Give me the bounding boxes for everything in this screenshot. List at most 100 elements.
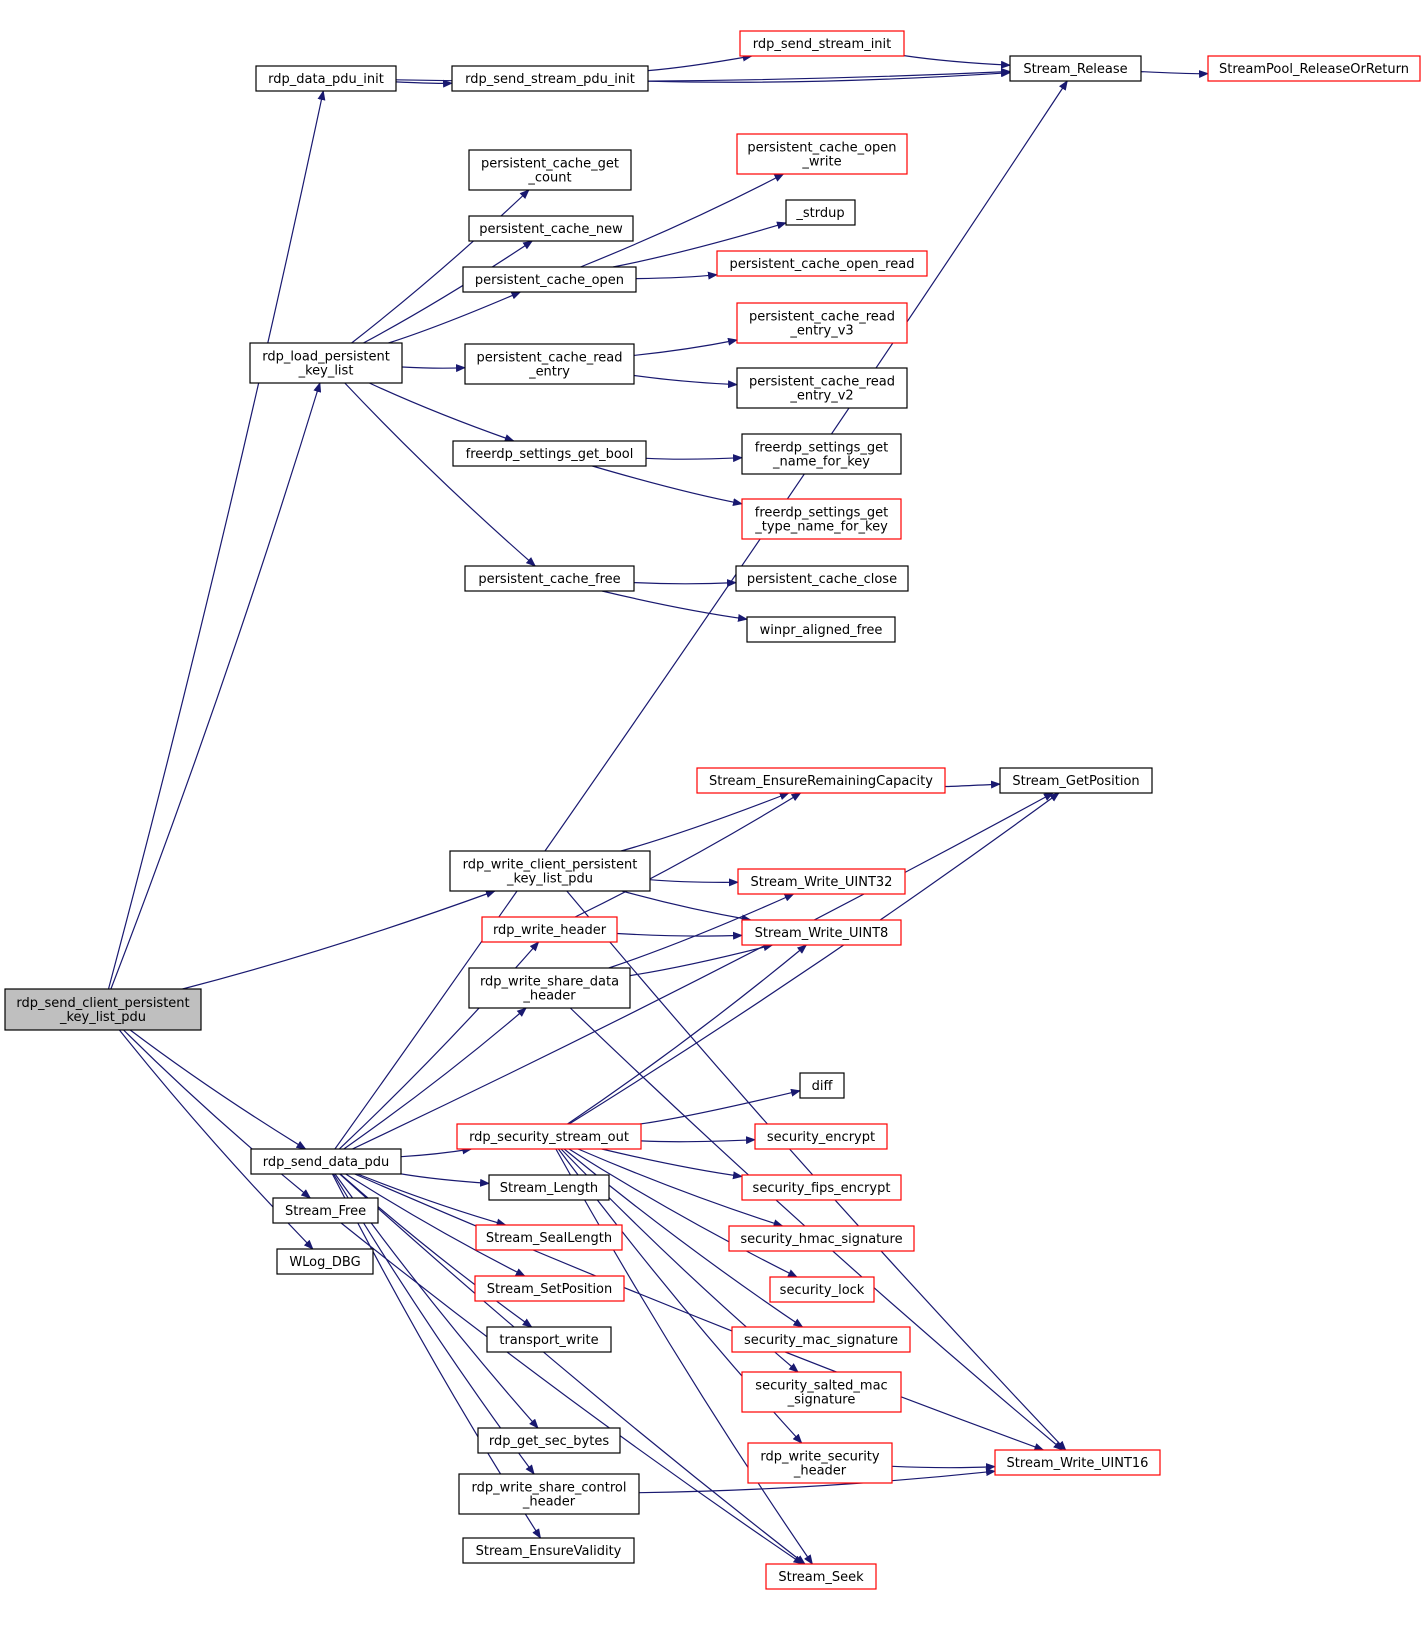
node-persistent-cache-open[interactable]: persistent_cache_open xyxy=(462,266,637,293)
node-rdp-data-pdu-init[interactable]: rdp_data_pdu_init xyxy=(255,65,397,92)
node-rdp-send-stream-pdu-init[interactable]: rdp_send_stream_pdu_init xyxy=(451,65,649,92)
edge-rdp-write-share-data-header-to-stream-write-uint8 xyxy=(629,943,774,977)
edge-rdp-send-data-pdu-to-stream-seallength xyxy=(357,1173,507,1227)
node-label-persistent-cache-read-entry-v3-line-1: persistent_cache_read xyxy=(749,310,895,325)
edge-rdp-send-data-pdu-to-transport-write xyxy=(339,1173,533,1328)
node-label-freerdp-settings-get-type-name-for-key-line-2: _type_name_for_key xyxy=(754,520,888,535)
node-box-freerdp-settings-get-type-name-for-key xyxy=(741,498,902,540)
node-persistent-cache-open-write[interactable]: persistent_cache_open_write xyxy=(736,133,908,175)
edge-persistent-cache-open-to-strdup xyxy=(612,221,787,268)
node-box-persistent-cache-get-count xyxy=(468,149,632,191)
edge-rdp-load-persistent-key-list-to-persistent-cache-open xyxy=(388,291,522,344)
node-freerdp-settings-get-name-for-key[interactable]: freerdp_settings_get_name_for_key xyxy=(741,433,902,475)
edge-rdp-write-share-data-header-to-stream-write-uint32 xyxy=(608,893,795,969)
node-label-persistent-cache-new-line-1: persistent_cache_new xyxy=(479,222,623,237)
node-persistent-cache-read-entry-v3[interactable]: persistent_cache_read_entry_v3 xyxy=(736,302,908,344)
node-box-wlog-dbg xyxy=(276,1248,374,1275)
node-rdp-write-share-control-header[interactable]: rdp_write_share_control_header xyxy=(458,1473,640,1515)
node-stream-seek[interactable]: Stream_Seek xyxy=(765,1563,877,1590)
node-rdp-send-data-pdu[interactable]: rdp_send_data_pdu xyxy=(250,1148,402,1175)
node-rdp-write-security-header[interactable]: rdp_write_security_header xyxy=(747,1442,893,1484)
node-box-rdp-send-stream-pdu-init xyxy=(451,65,649,92)
node-security-encrypt[interactable]: security_encrypt xyxy=(754,1123,888,1150)
node-box-rdp-write-share-data-header xyxy=(468,967,631,1009)
node-persistent-cache-read-entry[interactable]: persistent_cache_read_entry xyxy=(464,343,635,385)
node-label-freerdp-settings-get-type-name-for-key-line-1: freerdp_settings_get xyxy=(755,506,888,521)
node-box-strdup xyxy=(785,199,856,226)
node-box-freerdp-settings-get-name-for-key xyxy=(741,433,902,475)
node-label-security-salted-mac-signature-line-2: _signature xyxy=(787,1393,856,1408)
edge-stream-free-to-stream-seek xyxy=(340,1222,804,1565)
node-label-persistent-cache-open-line-1: persistent_cache_open xyxy=(475,273,624,288)
node-stream-setposition[interactable]: Stream_SetPosition xyxy=(474,1275,625,1302)
node-streampool-releaseorreturn[interactable]: StreamPool_ReleaseOrReturn xyxy=(1207,55,1421,82)
edge-rdp-send-stream-pdu-init-to-rdp-send-stream-init xyxy=(647,53,753,72)
node-persistent-cache-open-read[interactable]: persistent_cache_open_read xyxy=(716,250,928,277)
node-stream-ensurevalidity[interactable]: Stream_EnsureValidity xyxy=(462,1537,635,1564)
node-security-hmac-signature[interactable]: security_hmac_signature xyxy=(728,1225,915,1252)
node-stream-length[interactable]: Stream_Length xyxy=(488,1174,610,1201)
node-box-rdp-send-stream-init xyxy=(739,30,905,57)
edge-rdp-write-client-persistent-key-list-pdu-to-stream-write-uint32 xyxy=(649,878,739,887)
node-box-stream-free xyxy=(272,1197,379,1224)
node-rdp-write-client-persistent-key-list-pdu[interactable]: rdp_write_client_persistent_key_list_pdu xyxy=(449,850,651,892)
edge-stream-release-to-streampool-releaseorreturn xyxy=(1140,70,1209,79)
node-box-security-fips-encrypt xyxy=(741,1174,902,1201)
node-rdp-send-stream-init[interactable]: rdp_send_stream_init xyxy=(739,30,905,57)
node-label-stream-release-line-1: Stream_Release xyxy=(1023,62,1127,77)
edge-rdp-load-persistent-key-list-to-persistent-cache-free xyxy=(344,382,536,567)
edge-persistent-cache-open-to-persistent-cache-open-write xyxy=(580,173,785,268)
node-stream-release[interactable]: Stream_Release xyxy=(1009,55,1142,82)
node-wlog-dbg[interactable]: WLog_DBG xyxy=(276,1248,374,1275)
node-label-persistent-cache-open-write-line-1: persistent_cache_open xyxy=(747,141,896,156)
node-box-security-hmac-signature xyxy=(728,1225,915,1252)
node-stream-write-uint32[interactable]: Stream_Write_UINT32 xyxy=(737,868,906,895)
node-root[interactable]: rdp_send_client_persistent_key_list_pdu xyxy=(4,988,202,1031)
node-rdp-security-stream-out[interactable]: rdp_security_stream_out xyxy=(456,1123,642,1150)
edge-root-to-rdp-data-pdu-init xyxy=(107,90,326,990)
node-rdp-write-header[interactable]: rdp_write_header xyxy=(481,916,618,943)
node-security-fips-encrypt[interactable]: security_fips_encrypt xyxy=(741,1174,902,1201)
node-freerdp-settings-get-type-name-for-key[interactable]: freerdp_settings_get_type_name_for_key xyxy=(741,498,902,540)
node-stream-seallength[interactable]: Stream_SealLength xyxy=(475,1224,623,1251)
edge-root-to-stream-free xyxy=(123,1029,312,1199)
edge-rdp-security-stream-out-to-stream-seek xyxy=(555,1148,813,1565)
node-persistent-cache-close[interactable]: persistent_cache_close xyxy=(735,565,909,592)
node-persistent-cache-read-entry-v2[interactable]: persistent_cache_read_entry_v2 xyxy=(736,367,908,409)
node-persistent-cache-new[interactable]: persistent_cache_new xyxy=(468,215,634,242)
node-label-stream-getposition-line-1: Stream_GetPosition xyxy=(1012,774,1139,789)
node-rdp-get-sec-bytes[interactable]: rdp_get_sec_bytes xyxy=(477,1427,621,1454)
node-transport-write[interactable]: transport_write xyxy=(486,1326,612,1353)
node-winpr-aligned-free[interactable]: winpr_aligned_free xyxy=(746,616,896,643)
node-strdup[interactable]: _strdup xyxy=(785,199,856,226)
node-security-mac-signature[interactable]: security_mac_signature xyxy=(731,1326,911,1353)
node-stream-write-uint8[interactable]: Stream_Write_UINT8 xyxy=(741,919,902,946)
node-persistent-cache-free[interactable]: persistent_cache_free xyxy=(464,565,635,592)
node-box-persistent-cache-read-entry-v2 xyxy=(736,367,908,409)
node-box-persistent-cache-read-entry-v3 xyxy=(736,302,908,344)
node-stream-ensureremainingcapacity[interactable]: Stream_EnsureRemainingCapacity xyxy=(696,767,946,794)
node-box-rdp-write-share-control-header xyxy=(458,1473,640,1515)
node-label-rdp-load-persistent-key-list-line-2: _key_list xyxy=(298,364,354,379)
node-label-freerdp-settings-get-name-for-key-line-1: freerdp_settings_get xyxy=(755,441,888,456)
node-label-rdp-get-sec-bytes-line-1: rdp_get_sec_bytes xyxy=(489,1434,609,1449)
node-freerdp-settings-get-bool[interactable]: freerdp_settings_get_bool xyxy=(452,440,647,467)
node-label-stream-setposition-line-1: Stream_SetPosition xyxy=(487,1282,613,1297)
node-box-persistent-cache-open xyxy=(462,266,637,293)
node-security-salted-mac-signature[interactable]: security_salted_mac_signature xyxy=(741,1371,902,1413)
node-stream-getposition[interactable]: Stream_GetPosition xyxy=(999,767,1153,794)
node-persistent-cache-get-count[interactable]: persistent_cache_get_count xyxy=(468,149,632,191)
node-rdp-load-persistent-key-list[interactable]: rdp_load_persistent_key_list xyxy=(249,342,403,384)
node-diff[interactable]: diff xyxy=(799,1072,845,1099)
node-label-stream-length-line-1: Stream_Length xyxy=(500,1181,598,1196)
node-label-persistent-cache-open-read-line-1: persistent_cache_open_read xyxy=(730,257,915,272)
node-stream-free[interactable]: Stream_Free xyxy=(272,1197,379,1224)
node-stream-write-uint16[interactable]: Stream_Write_UINT16 xyxy=(994,1449,1161,1476)
node-label-rdp-write-client-persistent-key-list-pdu-line-1: rdp_write_client_persistent xyxy=(463,858,638,873)
node-rdp-write-share-data-header[interactable]: rdp_write_share_data_header xyxy=(468,967,631,1009)
edge-rdp-load-persistent-key-list-to-freerdp-settings-get-bool xyxy=(369,382,515,442)
node-box-persistent-cache-read-entry xyxy=(464,343,635,385)
edge-rdp-send-data-pdu-to-stream-release xyxy=(334,80,1068,1150)
node-security-lock[interactable]: security_lock xyxy=(769,1276,875,1303)
node-label-persistent-cache-read-entry-line-1: persistent_cache_read xyxy=(477,351,623,366)
